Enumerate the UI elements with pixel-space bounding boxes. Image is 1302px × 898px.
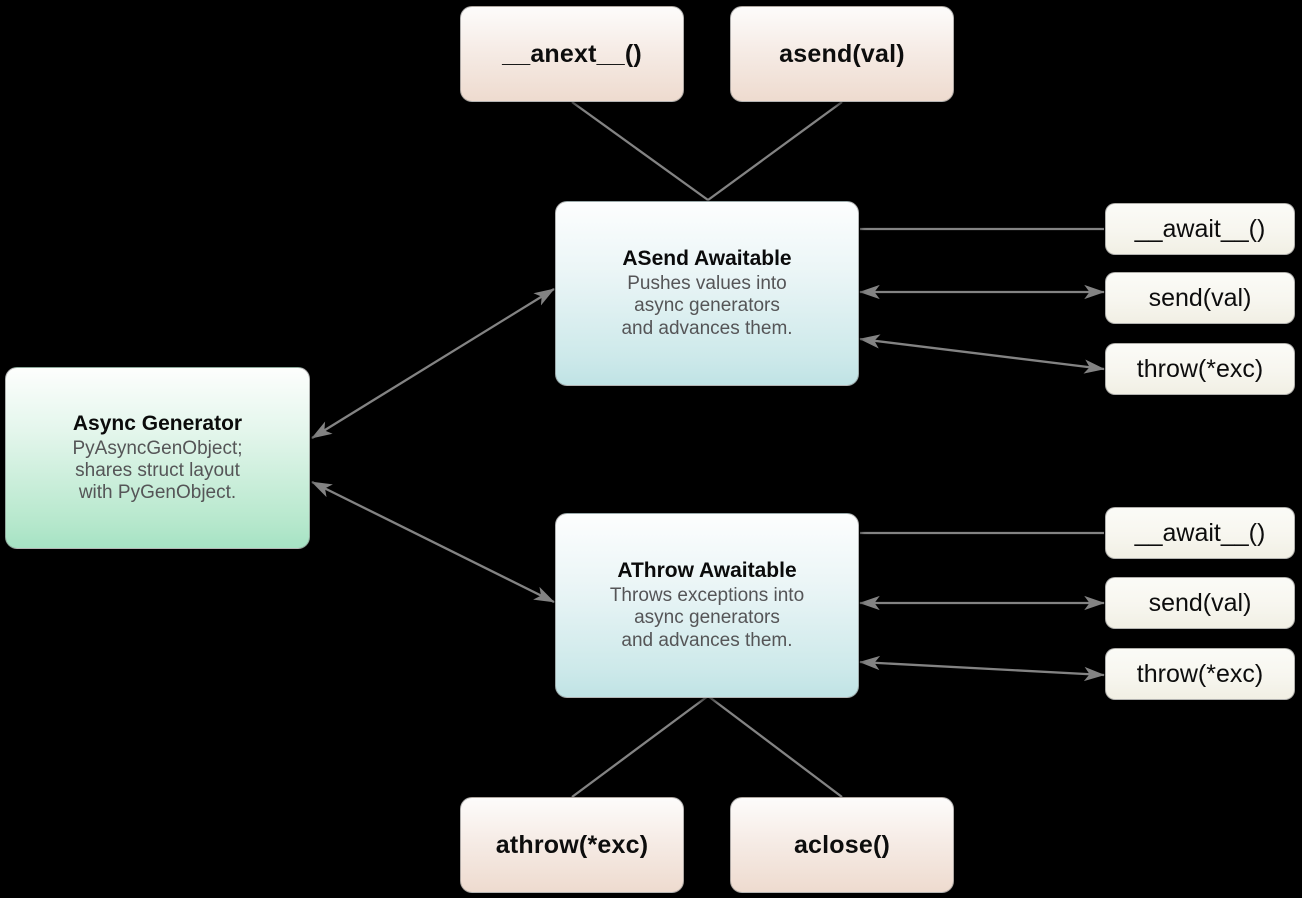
- node-asend-await-label: __await__(): [1134, 214, 1266, 243]
- node-athrow-send-label: send(val): [1148, 588, 1252, 617]
- edge-anext-to-asend-awaitable: [571, 101, 709, 201]
- node-async-generator[interactable]: Async Generator PyAsyncGenObject; shares…: [5, 367, 310, 549]
- node-asend-throw-label: throw(*exc): [1136, 354, 1264, 383]
- node-athrow-awaitable[interactable]: AThrow Awaitable Throws exceptions into …: [555, 513, 859, 698]
- node-asend-awaitable-description: Pushes values into async generators and …: [621, 273, 793, 339]
- edge-aclose-to-athrow-awaitable: [707, 695, 843, 798]
- node-async-generator-title: Async Generator: [72, 411, 243, 435]
- node-asend-await[interactable]: __await__(): [1105, 203, 1295, 255]
- node-athrow-await-label: __await__(): [1134, 518, 1266, 547]
- node-anext-label: __anext__(): [502, 39, 642, 68]
- node-async-generator-description: PyAsyncGenObject; shares struct layout w…: [72, 437, 243, 504]
- node-asend-send-label: send(val): [1148, 283, 1252, 312]
- node-athrow-send[interactable]: send(val): [1105, 577, 1295, 629]
- edge-athrow-awaitable-throw: [859, 655, 1105, 682]
- node-anext[interactable]: __anext__(): [460, 6, 684, 102]
- node-athrow-throw-label: throw(*exc): [1136, 659, 1264, 688]
- edge-generator-athrow-awaitable: [311, 480, 555, 604]
- node-athrow-label: athrow(*exc): [495, 830, 649, 859]
- node-athrow-awaitable-title: AThrow Awaitable: [617, 559, 797, 583]
- node-asend-label: asend(val): [779, 39, 905, 68]
- node-athrow-awaitable-description: Throws exceptions into async generators …: [609, 585, 805, 651]
- edge-generator-asend-awaitable: [311, 288, 555, 439]
- node-athrow[interactable]: athrow(*exc): [460, 797, 684, 893]
- node-asend-send[interactable]: send(val): [1105, 272, 1295, 324]
- node-athrow-throw[interactable]: throw(*exc): [1105, 648, 1295, 700]
- edge-asend-awaitable-throw: [859, 334, 1105, 374]
- node-aclose[interactable]: aclose(): [730, 797, 954, 893]
- edge-asend-to-asend-awaitable: [707, 101, 843, 201]
- edge-athrow-to-athrow-awaitable: [571, 695, 709, 798]
- node-asend-throw[interactable]: throw(*exc): [1105, 343, 1295, 395]
- node-athrow-await[interactable]: __await__(): [1105, 507, 1295, 559]
- node-asend-awaitable-title: ASend Awaitable: [622, 247, 792, 271]
- node-aclose-label: aclose(): [793, 830, 891, 859]
- node-asend-awaitable[interactable]: ASend Awaitable Pushes values into async…: [555, 201, 859, 386]
- node-asend[interactable]: asend(val): [730, 6, 954, 102]
